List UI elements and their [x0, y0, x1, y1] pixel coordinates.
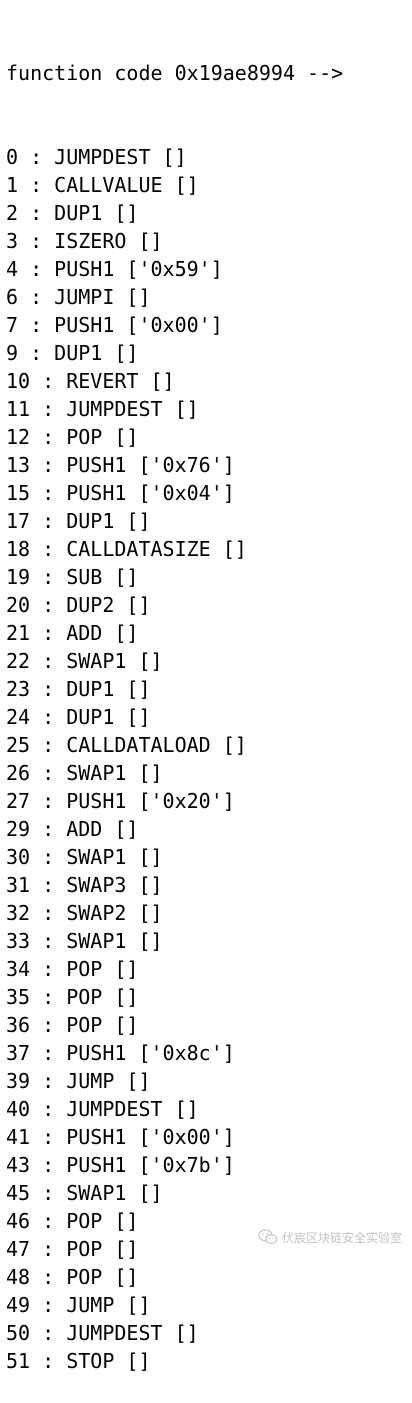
opcode-line: 13 : PUSH1 ['0x76'] — [6, 453, 235, 477]
opcode-line: 26 : SWAP1 [] — [6, 761, 163, 785]
opcode-line: 35 : POP [] — [6, 985, 139, 1009]
opcode-line: 2 : DUP1 [] — [6, 201, 139, 225]
opcode-line: 15 : PUSH1 ['0x04'] — [6, 481, 235, 505]
opcode-line: 45 : SWAP1 [] — [6, 1181, 163, 1205]
opcode-line: 46 : POP [] — [6, 1209, 139, 1233]
opcode-line: 10 : REVERT [] — [6, 369, 175, 393]
opcode-line: 30 : SWAP1 [] — [6, 845, 163, 869]
opcode-line: 22 : SWAP1 [] — [6, 649, 163, 673]
opcode-line: 27 : PUSH1 ['0x20'] — [6, 789, 235, 813]
watermark-text: 伏宸区块链安全实验室 — [281, 1230, 402, 1245]
opcode-line: 17 : DUP1 [] — [6, 509, 151, 533]
opcode-line: 36 : POP [] — [6, 1013, 139, 1037]
opcode-line: 47 : POP [] — [6, 1237, 139, 1261]
opcode-line: 6 : JUMPI [] — [6, 285, 151, 309]
opcode-line: 41 : PUSH1 ['0x00'] — [6, 1125, 235, 1149]
opcode-line: 50 : JUMPDEST [] — [6, 1321, 199, 1345]
opcode-line: 3 : ISZERO [] — [6, 229, 163, 253]
opcode-line: 31 : SWAP3 [] — [6, 873, 163, 897]
opcode-line: 0 : JUMPDEST [] — [6, 145, 187, 169]
watermark: 伏宸区块链安全实验室 — [258, 1228, 402, 1246]
opcode-line: 23 : DUP1 [] — [6, 677, 151, 701]
opcode-line: 1 : CALLVALUE [] — [6, 173, 199, 197]
opcode-line: 48 : POP [] — [6, 1265, 139, 1289]
opcode-line: 34 : POP [] — [6, 957, 139, 981]
opcode-line: 20 : DUP2 [] — [6, 593, 151, 617]
opcode-line: 32 : SWAP2 [] — [6, 901, 163, 925]
opcode-line: 24 : DUP1 [] — [6, 705, 151, 729]
opcode-line: 19 : SUB [] — [6, 565, 139, 589]
function-header: function code 0x19ae8994 --> — [6, 61, 344, 85]
opcode-line: 37 : PUSH1 ['0x8c'] — [6, 1041, 235, 1065]
opcode-line: 11 : JUMPDEST [] — [6, 397, 199, 421]
opcode-list: 0 : JUMPDEST [] 1 : CALLVALUE [] 2 : DUP1 … — [6, 143, 406, 1375]
opcode-line: 40 : JUMPDEST [] — [6, 1097, 199, 1121]
opcode-line: 33 : SWAP1 [] — [6, 929, 163, 953]
opcode-line: 43 : PUSH1 ['0x7b'] — [6, 1153, 235, 1177]
opcode-line: 18 : CALLDATASIZE [] — [6, 537, 247, 561]
opcode-line: 25 : CALLDATALOAD [] — [6, 733, 247, 757]
opcode-line: 49 : JUMP [] — [6, 1293, 151, 1317]
opcode-line: 51 : STOP [] — [6, 1349, 151, 1373]
disassembly-listing: function code 0x19ae8994 --> 0 : JUMPDES… — [6, 3, 406, 1403]
opcode-line: 12 : POP [] — [6, 425, 139, 449]
opcode-line: 9 : DUP1 [] — [6, 341, 139, 365]
wechat-icon — [258, 1229, 278, 1244]
opcode-line: 7 : PUSH1 ['0x00'] — [6, 313, 223, 337]
opcode-line: 4 : PUSH1 ['0x59'] — [6, 257, 223, 281]
opcode-line: 29 : ADD [] — [6, 817, 139, 841]
opcode-line: 21 : ADD [] — [6, 621, 139, 645]
opcode-line: 39 : JUMP [] — [6, 1069, 151, 1093]
